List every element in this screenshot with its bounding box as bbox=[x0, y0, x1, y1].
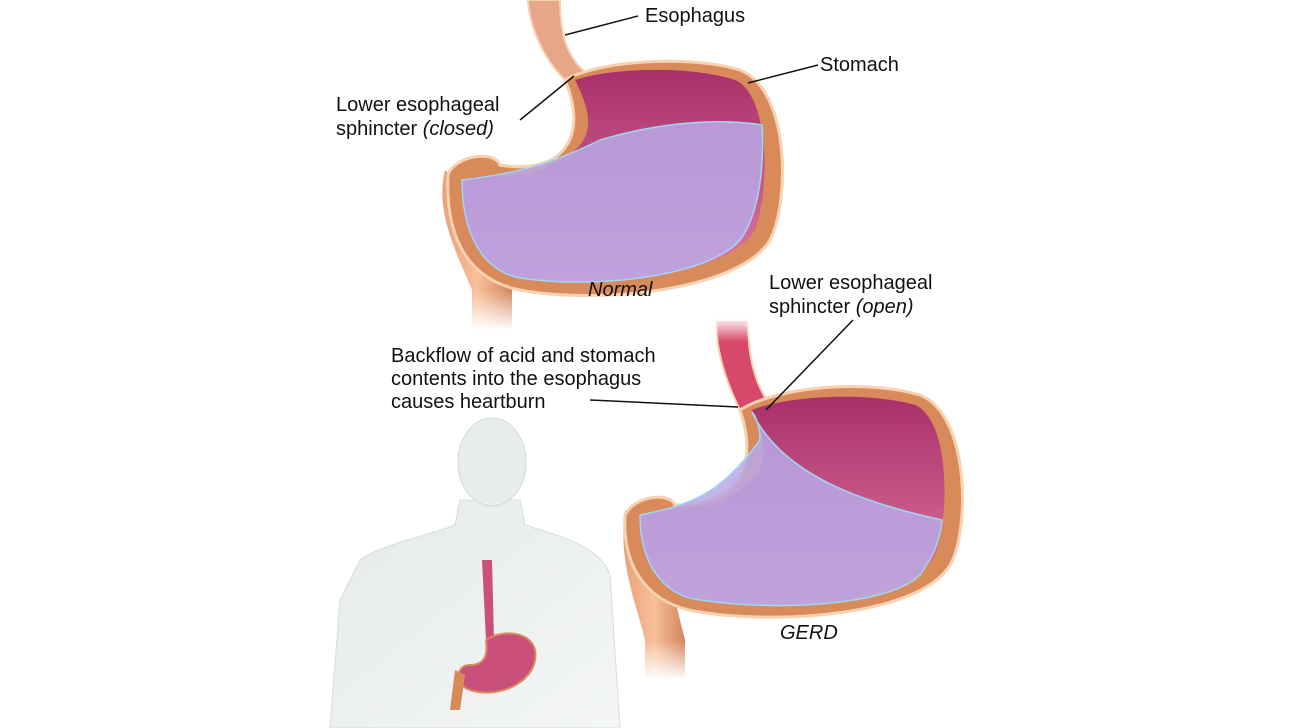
stomach-fluid bbox=[639, 411, 943, 607]
normal-caption: Normal bbox=[588, 279, 653, 301]
mini-stomach bbox=[457, 632, 537, 694]
esophagus-leader bbox=[564, 15, 639, 36]
stomach-fluid bbox=[461, 121, 764, 283]
backflow-line2: contents into the esophagus bbox=[391, 368, 642, 390]
les-open-leader bbox=[765, 319, 854, 411]
les-closed-line1: Lower esophageal bbox=[336, 94, 500, 116]
head bbox=[457, 417, 527, 507]
human-body-figure bbox=[329, 417, 621, 728]
torso bbox=[329, 499, 621, 728]
mini-duodenum bbox=[450, 670, 465, 710]
stomach-leader bbox=[747, 64, 819, 84]
les-closed-label: Lower esophageal sphincter (closed) bbox=[336, 93, 499, 141]
les-open-state: (open) bbox=[855, 296, 914, 318]
esophagus-tube bbox=[526, 0, 587, 82]
leader-lines bbox=[519, 15, 854, 411]
backflow-label: Backflow of acid and stomach contents in… bbox=[391, 345, 656, 414]
stomach-label: Stomach bbox=[820, 54, 899, 76]
gerd-stomach bbox=[623, 317, 964, 680]
backflow-line1: Backflow of acid and stomach bbox=[391, 345, 656, 367]
les-closed-state: (closed) bbox=[422, 118, 494, 140]
backflow-leader bbox=[589, 399, 739, 408]
esophagus-label: Esophagus bbox=[645, 5, 746, 27]
les-closed-line2: sphincter bbox=[336, 118, 418, 140]
les-open-label: Lower esophageal sphincter (open) bbox=[769, 271, 932, 319]
les-open-line2: sphincter bbox=[769, 296, 851, 318]
les-open-line1: Lower esophageal bbox=[769, 272, 933, 294]
backflow-line3: causes heartburn bbox=[391, 391, 546, 413]
gerd-caption: GERD bbox=[780, 622, 838, 644]
les-closed-leader bbox=[519, 75, 575, 121]
mini-esophagus bbox=[482, 560, 494, 640]
normal-stomach bbox=[442, 0, 784, 330]
